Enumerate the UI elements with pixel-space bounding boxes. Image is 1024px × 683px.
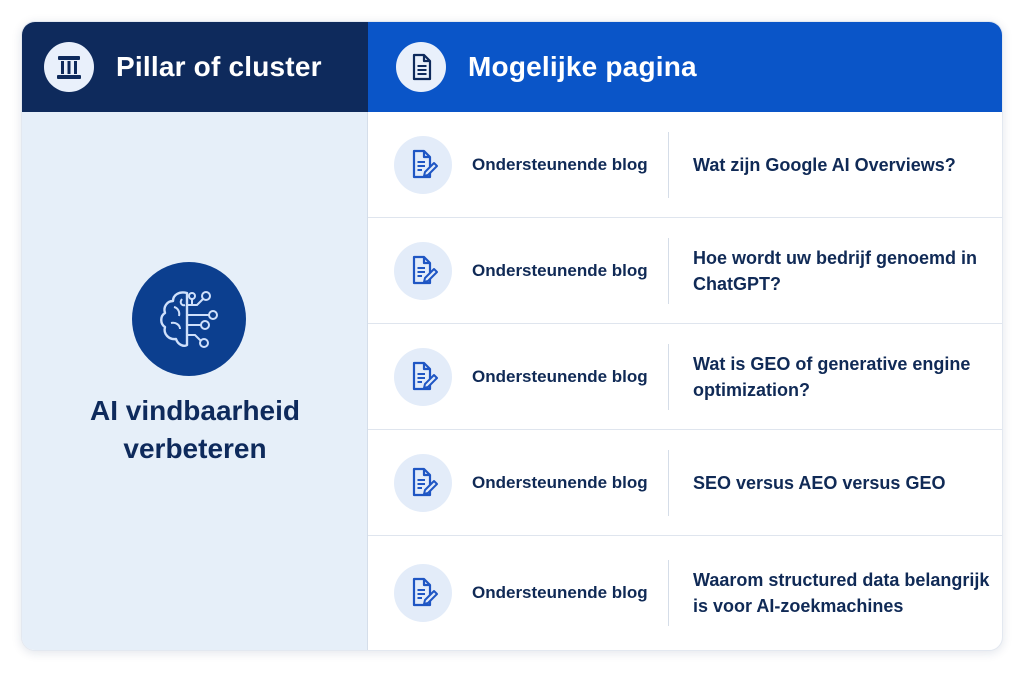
header-page-column: Mogelijke pagina: [368, 22, 1002, 112]
table-row: Ondersteunende blog Wat is GEO of genera…: [368, 324, 1002, 430]
page-rows: Ondersteunende blog Wat zijn Google AI O…: [368, 112, 1002, 650]
row-type-label: Ondersteunende blog: [472, 366, 648, 386]
table-row: Ondersteunende blog Waarom structured da…: [368, 536, 1002, 650]
cluster-table: Pillar of cluster Mogelijke pagina: [21, 21, 1003, 651]
row-page-title: Waarom structured data belangrijk is voo…: [693, 570, 990, 616]
table-row: Ondersteunende blog Hoe wordt uw bedrijf…: [368, 218, 1002, 324]
row-page-title: Wat zijn Google AI Overviews?: [693, 154, 956, 175]
header-pillar-title: Pillar of cluster: [116, 51, 322, 82]
document-edit-icon: [394, 564, 452, 622]
pillar-title-line-1: AI vindbaarheid: [89, 395, 301, 426]
pillar-title: AI vindbaarheid verbeteren: [22, 392, 368, 468]
table-row: Ondersteunende blog Wat zijn Google AI O…: [368, 112, 1002, 218]
document-edit-icon: [394, 135, 452, 194]
row-type-label: Ondersteunende blog: [472, 472, 648, 492]
table-header: Pillar of cluster Mogelijke pagina: [22, 22, 1002, 112]
row-page-title: Wat is GEO of generative engine optimiza…: [693, 353, 971, 400]
row-divider: [668, 343, 669, 410]
header-page-title: Mogelijke pagina: [468, 51, 697, 82]
row-page-title: SEO versus AEO versus GEO: [693, 472, 946, 493]
header-pillar-column: Pillar of cluster: [22, 22, 368, 112]
row-divider: [668, 237, 669, 304]
pillar-title-line-2: verbeteren: [123, 433, 267, 464]
row-type-label: Ondersteunende blog: [472, 260, 648, 280]
row-page-title: Hoe wordt uw bedrijf genoemd in ChatGPT?: [693, 247, 978, 294]
row-divider: [668, 449, 669, 516]
document-edit-icon: [394, 453, 452, 512]
document-icon: [396, 42, 446, 92]
row-type-label: Ondersteunende blog: [472, 583, 648, 602]
ai-brain-icon: [132, 262, 246, 376]
document-edit-icon: [394, 241, 452, 300]
row-divider: [668, 560, 669, 626]
document-edit-icon: [394, 347, 452, 406]
pillar-icon: [44, 42, 94, 92]
table-row: Ondersteunende blog SEO versus AEO versu…: [368, 430, 1002, 536]
row-divider: [668, 131, 669, 198]
row-type-label: Ondersteunende blog: [472, 154, 648, 174]
pillar-panel: AI vindbaarheid verbeteren: [22, 112, 368, 650]
